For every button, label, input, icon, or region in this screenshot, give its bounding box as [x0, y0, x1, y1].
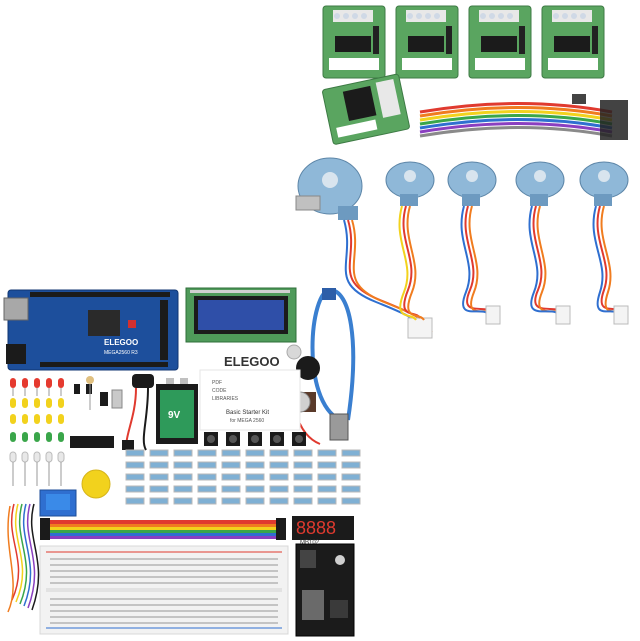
led-array	[9, 378, 65, 486]
buzzer-small	[286, 344, 302, 360]
transistors	[74, 376, 123, 410]
relay-module	[39, 489, 77, 517]
mega2560-board: ELEGOO MEGA2560 R3	[3, 289, 179, 371]
manual-subtitle: for MEGA 2560	[230, 418, 264, 424]
power-module-label: MB102	[300, 540, 320, 546]
seven-segment-display: 8888	[292, 516, 354, 540]
svg-text:8888: 8888	[296, 518, 336, 538]
stepper-driver-board	[322, 5, 386, 79]
mega-logo-text: ELEGOO	[104, 338, 138, 347]
manual-title: Basic Starter Kit	[226, 410, 269, 416]
instruction-card: PDF CODE LIBRARIES Basic Starter Kit for…	[199, 369, 301, 431]
stepper-motor	[295, 157, 433, 339]
manual-list-item: PDF	[212, 380, 222, 386]
breadboard	[39, 545, 289, 635]
lcd-1602-module	[185, 287, 297, 343]
usb-cable	[310, 287, 356, 441]
push-buttons	[204, 432, 306, 446]
manual-list-item: LIBRARIES	[212, 396, 239, 402]
mega-model-text: MEGA2560 R3	[104, 350, 138, 356]
stepper-driver-board	[468, 5, 532, 79]
power-supply-module: MB102	[295, 540, 355, 637]
battery-clip	[125, 374, 154, 451]
stepper-motor	[385, 161, 435, 321]
ic-chip	[122, 440, 134, 450]
buzzer	[296, 356, 320, 380]
stepper-motor	[515, 161, 571, 325]
battery-9v: 9V	[156, 378, 198, 444]
ribbon-jumper-cable	[419, 94, 628, 142]
brand-logo: ELEGOO	[224, 354, 280, 369]
stepper-driver-board	[541, 5, 605, 79]
stepper-driver-board	[395, 5, 459, 79]
manual-list-item: CODE	[212, 388, 227, 394]
stepper-driver-board	[322, 73, 410, 145]
stepper-motor	[447, 161, 501, 325]
resistor-set	[125, 449, 361, 505]
stepper-motor	[579, 161, 629, 325]
battery-label: 9V	[168, 410, 181, 421]
ic-chip	[70, 436, 114, 448]
dupont-ribbon	[40, 518, 286, 540]
joystick-cap	[81, 469, 111, 499]
brand-logo-text: ELEGOO	[224, 354, 280, 369]
jumper-wire-bundle	[7, 503, 40, 613]
